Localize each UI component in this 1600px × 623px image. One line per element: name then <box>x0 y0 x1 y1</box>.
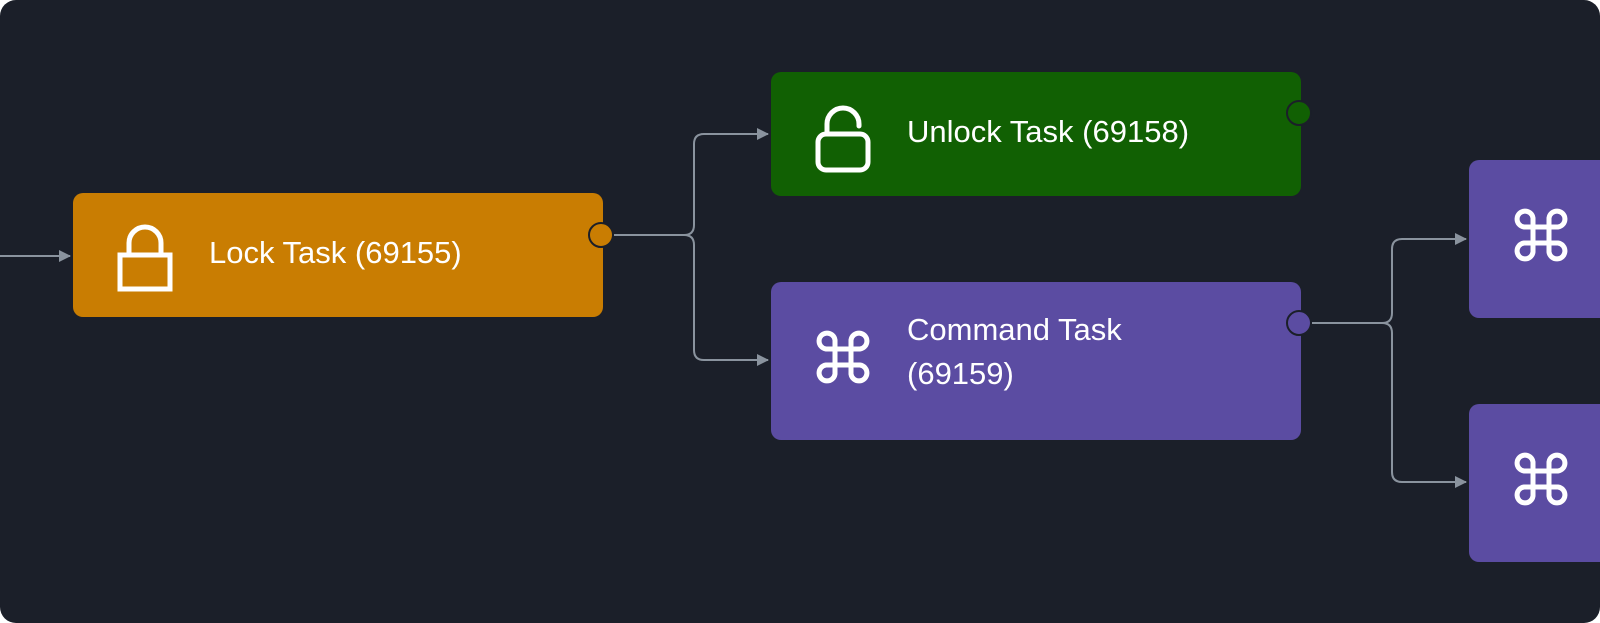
edge-lock-to-unlock[interactable] <box>614 128 769 236</box>
edge-command-to-right-top[interactable] <box>1312 233 1467 324</box>
command-task-node[interactable]: Command Task (69159) <box>771 282 1301 440</box>
lock-task-label: Lock Task (69155) <box>209 235 462 270</box>
command-task-node-right-top[interactable] <box>1469 160 1600 318</box>
command-icon <box>1509 202 1573 268</box>
edge-lock-to-command[interactable] <box>614 234 769 366</box>
command-icon <box>811 324 875 390</box>
command-task-label: Command Task (69159) <box>907 312 1122 391</box>
command-task-node-right-bottom[interactable] <box>1469 404 1600 562</box>
unlock-task-label: Unlock Task (69158) <box>907 114 1190 149</box>
command-icon <box>1509 446 1573 512</box>
command-task-output-handle[interactable] <box>1286 310 1312 336</box>
lock-icon <box>113 223 177 293</box>
lock-task-output-handle[interactable] <box>588 222 614 248</box>
unlock-task-node[interactable]: Unlock Task (69158) <box>771 72 1301 196</box>
lock-task-node[interactable]: Lock Task (69155) <box>73 193 603 317</box>
edge-command-to-right-bottom[interactable] <box>1312 322 1467 488</box>
unlock-icon <box>811 104 875 174</box>
unlock-task-output-handle[interactable] <box>1286 100 1312 126</box>
